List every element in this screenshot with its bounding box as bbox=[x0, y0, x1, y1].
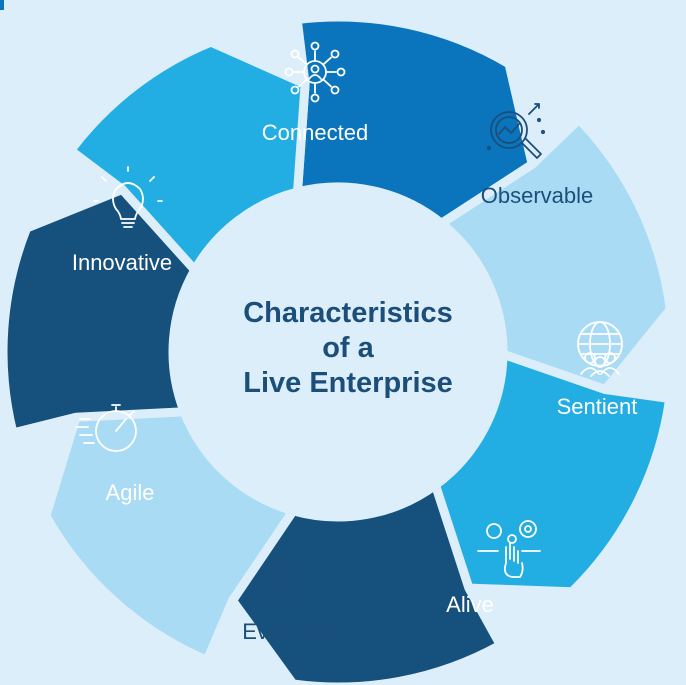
segment-innovative bbox=[66, 37, 310, 275]
lightbulb-icon bbox=[93, 166, 163, 228]
label-agile: Agile bbox=[106, 480, 155, 505]
label-sentient: Sentient bbox=[557, 394, 638, 419]
center-title-line: Live Enterprise bbox=[243, 367, 453, 399]
corner-accent bbox=[0, 0, 4, 10]
network-person-icon bbox=[284, 41, 346, 103]
hand-gears-icon bbox=[477, 520, 541, 578]
magnifier-analytics-icon bbox=[486, 103, 546, 159]
label-alive: Alive bbox=[446, 592, 494, 617]
label-innovative: Innovative bbox=[72, 250, 172, 275]
globe-people-icon bbox=[577, 321, 623, 377]
label-observable: Observable bbox=[481, 183, 594, 208]
center-title-line: Characteristics bbox=[243, 297, 453, 329]
label-evolvable: Evolvable bbox=[242, 619, 337, 644]
laptop-gear-icon bbox=[257, 563, 303, 595]
label-connected: Connected bbox=[262, 120, 368, 145]
center-disc bbox=[179, 193, 497, 511]
stopwatch-icon bbox=[75, 404, 137, 452]
center-title-line: of a bbox=[322, 332, 374, 364]
